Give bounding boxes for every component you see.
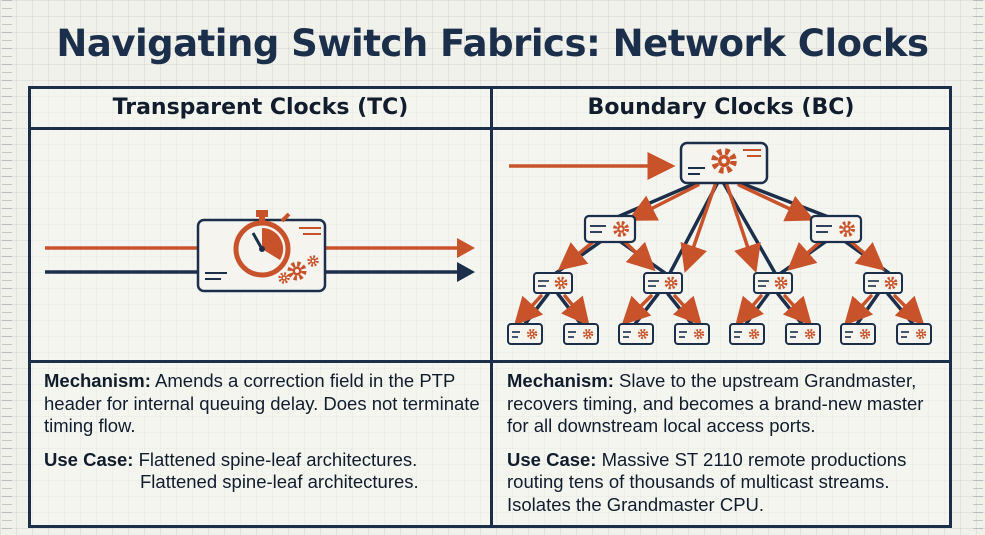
switch-icon xyxy=(864,273,902,293)
right-ruler xyxy=(973,0,983,535)
switch-icon xyxy=(841,324,875,344)
page-title: Navigating Switch Fabrics: Network Clock… xyxy=(56,22,929,65)
switch-icon xyxy=(585,216,635,242)
tc-usecase: Use Case: Flattened spine-leaf architect… xyxy=(44,449,484,494)
switch-icon xyxy=(675,324,709,344)
switch-icon xyxy=(508,324,542,344)
tc-navy-arrowhead xyxy=(457,262,475,282)
tc-usecase-text: Flattened spine-leaf architectures. xyxy=(133,448,418,470)
bc-diagram xyxy=(493,141,949,360)
left-ruler xyxy=(2,0,12,535)
switch-icon xyxy=(534,273,572,293)
tc-mechanism: Mechanism: Amends a correction field in … xyxy=(44,370,484,438)
bc-orange-links xyxy=(513,183,925,327)
header-divider xyxy=(28,127,952,130)
tc-mechanism-text: Amends a correction field in the PTP hea… xyxy=(44,370,480,436)
bc-mechanism-label: Mechanism: xyxy=(507,370,614,391)
tc-header: Transparent Clocks (TC) xyxy=(112,95,409,120)
bc-header: Boundary Clocks (BC) xyxy=(587,95,855,120)
switch-icon xyxy=(897,324,931,344)
tc-orange-arrowhead xyxy=(457,238,475,258)
switch-icon xyxy=(786,324,820,344)
bc-mechanism-text: Slave to the upstream Grandmaster, recov… xyxy=(507,370,924,436)
bc-usecase-label: Use Case: xyxy=(507,448,597,470)
tc-usecase-label: Use Case: xyxy=(44,448,134,470)
switch-icon xyxy=(730,324,764,344)
tc-description: Mechanism: Amends a correction field in … xyxy=(44,370,484,505)
tc-diagram xyxy=(45,210,475,293)
tc-mechanism-label: Mechanism: xyxy=(44,370,151,391)
stopwatch-icon xyxy=(233,210,291,278)
switch-icon xyxy=(564,324,598,344)
bc-grandmaster-switch xyxy=(679,141,769,185)
switch-icon xyxy=(754,273,792,293)
tc-usecase-repeat: Flattened spine-leaf architectures. xyxy=(140,471,419,492)
bc-mechanism: Mechanism: Slave to the upstream Grandma… xyxy=(507,370,947,438)
switch-icon xyxy=(619,324,653,344)
bc-usecase-text: Massive ST 2110 remote productions routi… xyxy=(507,448,907,515)
bc-usecase: Use Case: Massive ST 2110 remote product… xyxy=(507,449,947,517)
switch-icon xyxy=(811,216,861,242)
switch-icon xyxy=(644,273,682,293)
bc-description: Mechanism: Slave to the upstream Grandma… xyxy=(507,370,947,527)
column-divider xyxy=(490,86,493,528)
diagram-divider xyxy=(28,360,952,363)
